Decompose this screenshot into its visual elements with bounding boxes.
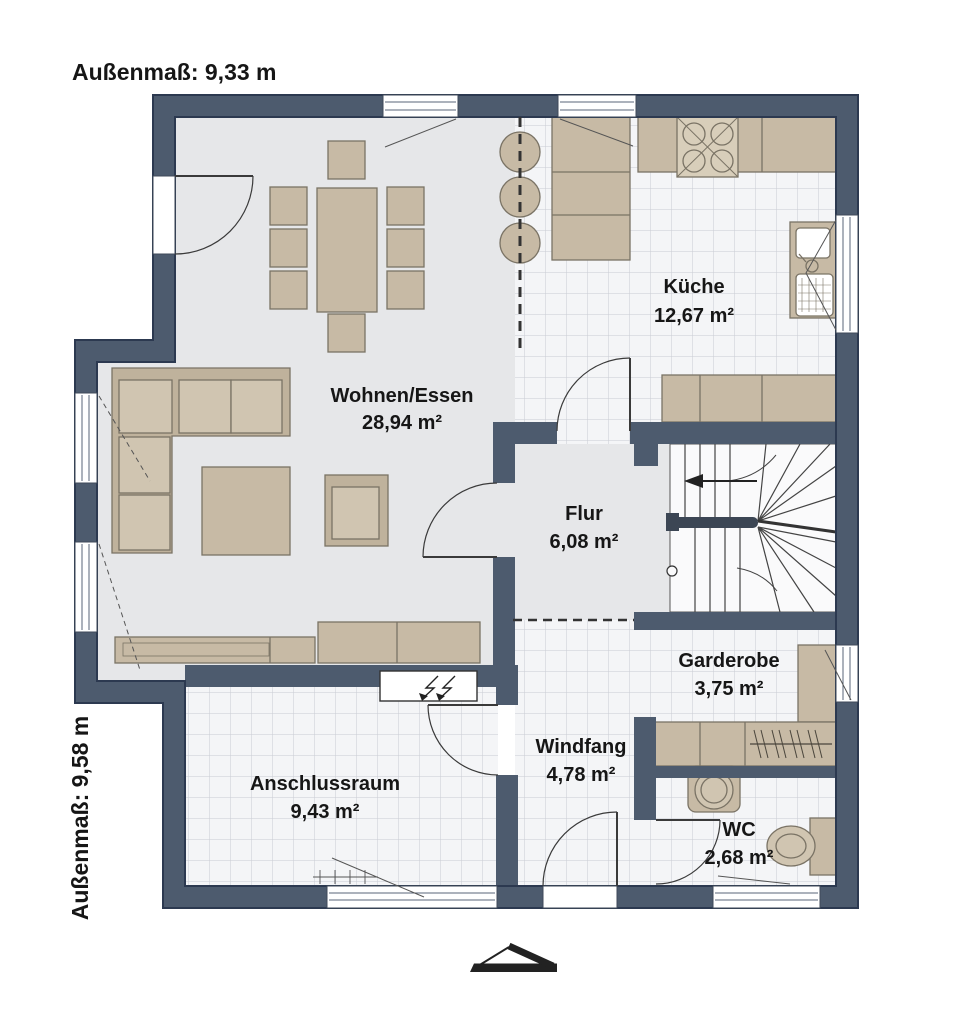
north-arrow bbox=[470, 942, 557, 972]
room-label-windfang: Windfang 4,78 m² bbox=[536, 736, 627, 786]
room-windfang-floor bbox=[515, 620, 656, 886]
terrace-door-opening bbox=[152, 175, 176, 255]
svg-text:WC: WC bbox=[722, 819, 755, 841]
open-boundaries bbox=[513, 117, 634, 622]
room-label-garderobe: Garderobe 3,75 m² bbox=[678, 650, 779, 700]
window-living-left-upper bbox=[74, 392, 98, 484]
svg-text:Küche: Küche bbox=[663, 276, 724, 298]
door-windfang-anschlussraum bbox=[427, 704, 499, 776]
doors bbox=[174, 175, 721, 887]
stair-direction-arrow bbox=[684, 474, 757, 488]
room-anschlussraum-floor bbox=[185, 687, 498, 886]
svg-text:Anschlussraum: Anschlussraum bbox=[250, 773, 400, 795]
window-kitchen-right bbox=[835, 214, 859, 334]
sideboard bbox=[114, 636, 316, 664]
svg-text:Garderobe: Garderobe bbox=[678, 650, 779, 672]
svg-text:9,43 m²: 9,43 m² bbox=[291, 801, 360, 823]
svg-text:Windfang: Windfang bbox=[536, 736, 627, 758]
furniture bbox=[111, 116, 837, 876]
coffee-table bbox=[201, 466, 291, 556]
room-label-wohnen-essen: Wohnen/Essen 28,94 m² bbox=[331, 385, 474, 434]
dimension-label-left: Außenmaß: 9,58 m bbox=[67, 716, 93, 921]
svg-text:2,68 m²: 2,68 m² bbox=[705, 847, 774, 869]
room-label-wc: WC 2,68 m² bbox=[705, 819, 774, 869]
entry-door-opening bbox=[542, 885, 618, 909]
windows bbox=[74, 94, 859, 909]
svg-text:4,78 m²: 4,78 m² bbox=[547, 764, 616, 786]
svg-text:3,75 m²: 3,75 m² bbox=[695, 678, 764, 700]
room-labels: Wohnen/Essen 28,94 m² Küche 12,67 m² Flu… bbox=[250, 276, 780, 869]
room-label-flur: Flur 6,08 m² bbox=[550, 503, 619, 553]
door-living-flur bbox=[422, 482, 498, 558]
window-dining-top bbox=[557, 94, 637, 118]
electrical-panel bbox=[379, 670, 478, 702]
window-wc-bottom bbox=[712, 885, 821, 909]
stove bbox=[676, 116, 739, 178]
dining-chairs bbox=[269, 140, 425, 353]
room-flur-floor bbox=[493, 438, 673, 630]
wardrobe-rail bbox=[649, 721, 837, 767]
dimension-label-top: Außenmaß: 9,33 m bbox=[72, 59, 277, 85]
window-markers bbox=[98, 118, 852, 898]
window-living-left-lower bbox=[74, 541, 98, 633]
room-label-anschlussraum: Anschlussraum 9,43 m² bbox=[250, 773, 400, 823]
tv-board bbox=[317, 621, 481, 664]
kitchen-counter-bottom bbox=[661, 374, 837, 423]
stair-newel-post bbox=[666, 513, 679, 531]
door-entry-front bbox=[542, 811, 618, 887]
door-terrace-living bbox=[174, 175, 254, 255]
armchair bbox=[324, 474, 389, 547]
corner-sofa bbox=[111, 367, 291, 554]
svg-text:6,08 m²: 6,08 m² bbox=[550, 531, 619, 553]
garderobe-closet bbox=[797, 644, 837, 723]
svg-text:12,67 m²: 12,67 m² bbox=[654, 305, 734, 327]
door-flur-kueche bbox=[556, 357, 631, 432]
interior-walls bbox=[185, 422, 836, 886]
window-living-top bbox=[382, 94, 459, 118]
window-anschlussraum-bottom bbox=[326, 885, 498, 909]
room-label-kueche: Küche 12,67 m² bbox=[654, 276, 734, 327]
door-windfang-wc bbox=[655, 819, 721, 885]
svg-text:Wohnen/Essen: Wohnen/Essen bbox=[331, 385, 474, 407]
kitchen-sink-counter bbox=[789, 221, 837, 319]
staircase bbox=[666, 443, 837, 613]
stair-handrail bbox=[670, 517, 758, 528]
room-wc-floor bbox=[656, 766, 836, 886]
window-garderobe-right bbox=[835, 644, 859, 703]
dining-table bbox=[316, 187, 378, 313]
kitchen-tall-cabinet bbox=[551, 116, 631, 261]
svg-text:28,94 m²: 28,94 m² bbox=[362, 412, 442, 434]
svg-text:Flur: Flur bbox=[565, 503, 603, 525]
